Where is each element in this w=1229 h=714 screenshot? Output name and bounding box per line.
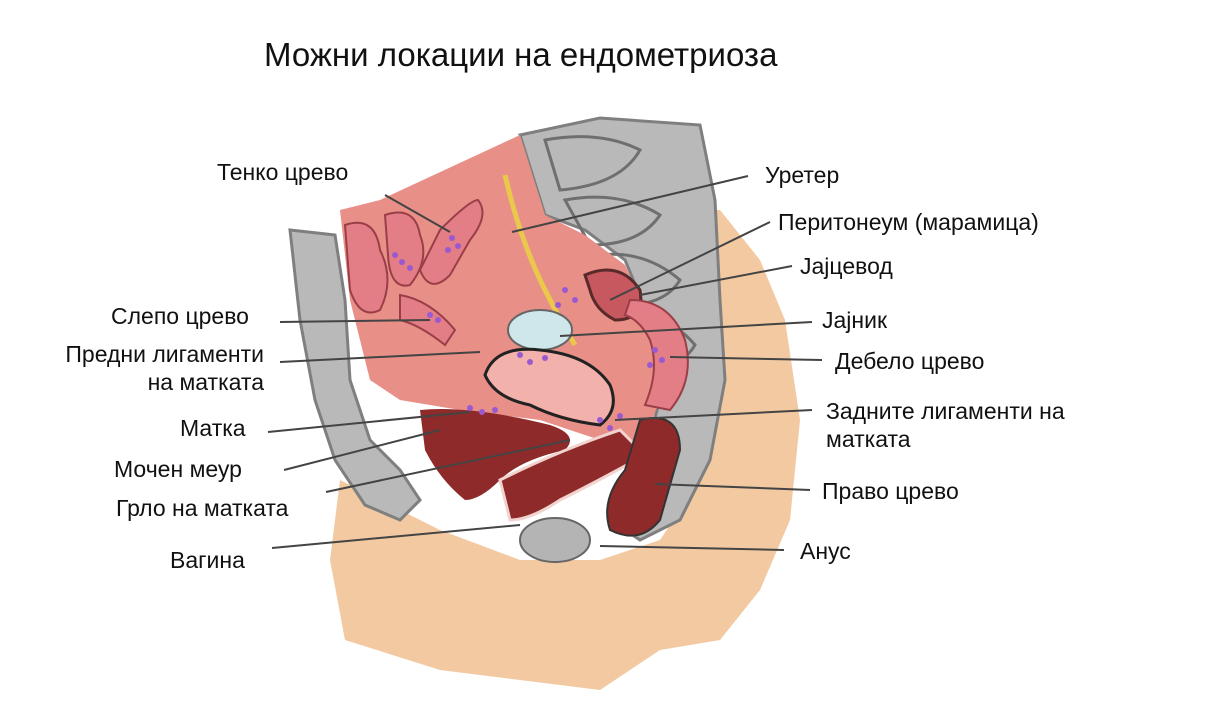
leader-peritoneum [609, 221, 771, 301]
leader-ovary [559, 321, 813, 337]
leader-fallopian-tube [639, 265, 793, 296]
label-anterior-ligaments-line2: на матката [147, 369, 264, 395]
label-rectum: Право црево [822, 478, 959, 504]
label-fallopian-tube: Јајцевод [800, 253, 893, 279]
leader-cervix [325, 439, 571, 493]
ovary-shape [507, 309, 573, 351]
leader-small-intestine [384, 194, 451, 233]
leader-uterus [267, 411, 471, 433]
label-anterior-ligaments: Предни лигаменти на матката [30, 340, 264, 396]
leader-lines [267, 175, 823, 551]
vagina-shape [498, 428, 648, 522]
diagram-title: Можни локации на ендометриоза [264, 36, 778, 73]
bladder-shape [420, 409, 570, 500]
leader-rectum [654, 483, 811, 491]
label-vagina: Вагина [170, 547, 245, 573]
label-ovary: Јајник [822, 307, 888, 333]
leader-posterior-ligaments [614, 409, 813, 421]
endometriosis-lesions [392, 235, 665, 431]
small-intestine-loops [343, 198, 484, 347]
label-colon: Дебело црево [835, 348, 985, 374]
label-anterior-ligaments-line1: Предни лигаменти [65, 341, 264, 367]
label-bladder: Мочен меур [114, 456, 242, 482]
label-peritoneum: Перитонеум (марамица) [778, 209, 1039, 235]
label-ureter: Уретер [765, 162, 840, 188]
uterus-shape [483, 347, 615, 427]
leader-anus [599, 545, 785, 551]
label-uterus: Матка [180, 415, 246, 441]
label-posterior-ligaments: Задните лигаменти на матката [826, 397, 1065, 453]
label-posterior-ligaments-line2: матката [826, 426, 911, 452]
leader-bladder [283, 429, 441, 471]
label-anus: Анус [800, 538, 851, 564]
rectum-shape [606, 417, 682, 537]
anus-shape [519, 517, 591, 563]
leader-anterior-ligaments [279, 351, 481, 363]
label-cecum: Слепо црево [111, 303, 249, 329]
pubic-bone [288, 228, 422, 522]
body-silhouette [330, 210, 800, 690]
label-small-intestine: Тенко црево [217, 159, 349, 185]
label-posterior-ligaments-line1: Задните лигаменти на [826, 398, 1065, 424]
label-cervix: Грло на матката [116, 495, 289, 521]
leader-vagina [271, 524, 521, 549]
leader-colon [669, 356, 823, 361]
colon-shape [623, 298, 689, 412]
leader-cecum [279, 319, 431, 323]
leader-ureter [511, 175, 749, 233]
